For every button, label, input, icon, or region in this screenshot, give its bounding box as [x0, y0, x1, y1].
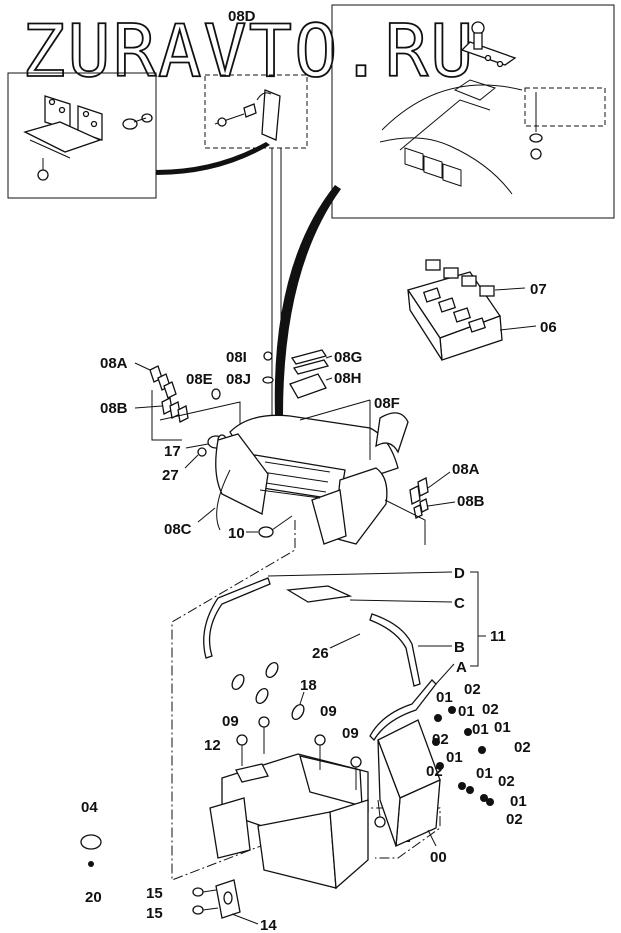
part-20-ring: [88, 861, 94, 867]
label-15-a: 15: [146, 885, 163, 902]
detail-box-08D: [204, 74, 308, 149]
label-27: 27: [162, 467, 179, 484]
label-08B: 08B: [100, 400, 128, 417]
part-09-bolts: [258, 716, 362, 790]
label-02-g: 02: [506, 811, 523, 828]
part-08I-cap: [263, 351, 273, 361]
label-20: 20: [85, 889, 102, 906]
label-18: 18: [300, 677, 317, 694]
label-01-b: 01: [458, 703, 475, 720]
part-15-screws: [192, 887, 219, 915]
part-08A-clips-right: [409, 477, 429, 505]
label-00: 00: [430, 849, 447, 866]
part-00-cover: [377, 719, 441, 848]
part-08C-console: [215, 414, 399, 545]
label-B: B: [454, 639, 465, 656]
part-12-bolts: [236, 734, 386, 828]
part-01-02-clips: [432, 706, 494, 806]
part-08B-clips-right: [413, 498, 429, 519]
label-08F: 08F: [374, 395, 400, 412]
part-11B-trim: [369, 613, 421, 687]
part-08E-pin: [211, 388, 221, 400]
label-08G: 08G: [334, 349, 362, 366]
label-08B-right: 08B: [457, 493, 485, 510]
part-08H-sheet: [289, 373, 327, 399]
label-07: 07: [530, 281, 547, 298]
part-08B-clips-left: [161, 397, 189, 423]
label-11: 11: [490, 628, 506, 645]
leader-to-left-inset: [156, 142, 270, 175]
label-09-c: 09: [342, 725, 359, 742]
part-04-plug: [80, 834, 102, 850]
label-01-c: 01: [472, 721, 489, 738]
label-01-g: 01: [510, 793, 527, 810]
part-06-switch-panel: [406, 271, 503, 361]
label-06: 06: [540, 319, 557, 336]
detail-inset-right: [331, 4, 615, 219]
label-01-a: 01: [436, 689, 453, 706]
label-02-d: 02: [514, 739, 531, 756]
label-10: 10: [228, 525, 245, 542]
label-08H: 08H: [334, 370, 362, 387]
part-08G-plates: [290, 349, 330, 375]
label-A: A: [456, 659, 467, 676]
label-08C: 08C: [164, 521, 192, 538]
detail-inset-left: [7, 72, 157, 199]
label-26: 26: [312, 645, 329, 662]
label-01-e: 01: [446, 749, 463, 766]
part-11A-trim: [369, 679, 437, 742]
label-08D: 08D: [228, 8, 256, 25]
part-07-switch-caps: [425, 259, 495, 297]
part-08F-trim: [375, 412, 409, 454]
part-11C-trim: [285, 585, 353, 603]
part-27-plug: [197, 447, 207, 457]
label-02-f: 02: [498, 773, 515, 790]
watermark-text: ZURAVTO.RU: [22, 9, 475, 93]
part-11D-trim: [203, 577, 271, 659]
label-08E: 08E: [186, 371, 213, 388]
label-02-c: 02: [432, 731, 449, 748]
part-18-grommets: [231, 661, 305, 721]
label-C: C: [454, 595, 465, 612]
label-09-b: 09: [320, 703, 337, 720]
label-02-b: 02: [482, 701, 499, 718]
part-14-bracket: [215, 879, 241, 919]
label-17: 17: [164, 443, 181, 460]
label-14: 14: [260, 917, 277, 933]
label-09-a: 09: [222, 713, 239, 730]
label-02-e: 02: [426, 763, 443, 780]
label-08J: 08J: [226, 371, 251, 388]
label-08A: 08A: [100, 355, 128, 372]
label-08A-right: 08A: [452, 461, 480, 478]
part-floor-frame: [209, 753, 369, 890]
label-15-b: 15: [146, 905, 163, 922]
label-04: 04: [81, 799, 98, 816]
label-D: D: [454, 565, 465, 582]
part-08A-clips-left: [149, 365, 177, 399]
label-08I: 08I: [226, 349, 247, 366]
label-12-a: 12: [204, 737, 221, 754]
label-01-f: 01: [476, 765, 493, 782]
part-08J-washer: [262, 376, 274, 384]
part-10-bolt: [258, 515, 293, 538]
label-01-d: 01: [494, 719, 511, 736]
label-02-a: 02: [464, 681, 481, 698]
